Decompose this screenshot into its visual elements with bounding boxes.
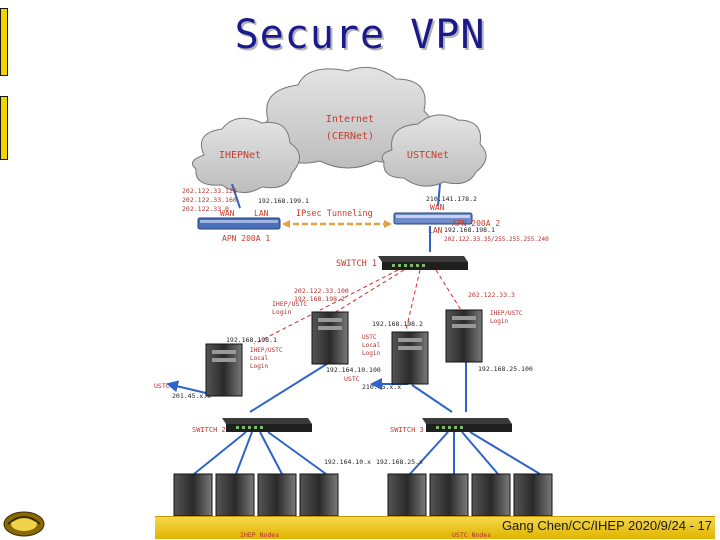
ustc-server: [445, 309, 483, 363]
gw1-wan-addr-1: 202.122.33.128: [182, 187, 237, 195]
login-links: [253, 269, 467, 345]
footer-credit: Gang Chen/CC/IHEP 2020/9/24 - 17: [501, 518, 712, 533]
vpn-gateway-2: 210.141.178.2 WAN APN 200A 2 LAN 192.168…: [393, 195, 549, 243]
ihep-server-annotations: 202.122.33.100 192.168.198.2 IHEP/USTC L…: [272, 287, 349, 316]
ihep-server-ip: 202.122.33.100: [294, 287, 349, 295]
ihep-server: [311, 311, 349, 365]
vpn-gateway-1: 202.122.33.128 202.122.33.160 202.122.33…: [182, 187, 309, 243]
ihep-server-label-1: IHEP/USTC: [272, 300, 307, 308]
internet-label-2: (CERNet): [326, 131, 374, 142]
gw2-lan-label: LAN: [428, 226, 443, 235]
internet-label-1: Internet: [326, 114, 374, 125]
ihep-cloud: IHEPNet: [191, 117, 300, 193]
switch2-label: SWITCH 2: [192, 426, 226, 434]
ihep-server-label-2: Login: [272, 308, 292, 316]
footer-bar: [155, 516, 715, 539]
gw1-wan-addr-2: 202.122.33.160: [182, 196, 237, 204]
left-accent-bar-bottom: [0, 96, 8, 160]
right-net-label: 192.168.25.x: [376, 458, 423, 466]
ihep-login-annotations: 192.168.198.1 IHEP/USTC Local Login USTC…: [154, 336, 283, 400]
ihep-login-ext-ip: 201.45.x.x: [172, 392, 211, 400]
ustc-node-cluster: [387, 473, 553, 517]
switch-2: SWITCH 2: [192, 418, 312, 434]
ihep-login-ip: 192.168.198.1: [226, 336, 277, 344]
gw2-label: APN 200A 2: [452, 219, 500, 228]
gw2-subnets: 202.122.33.35/255.255.255.240: [444, 236, 549, 243]
mid-server-label-2: Local: [362, 342, 380, 349]
ustc-cloud-label: USTCNet: [407, 150, 449, 161]
left-accent-bar-top: [0, 8, 8, 76]
gw1-wan-addr-3: 202.122.33.0: [182, 205, 229, 213]
mid-server-label-1: USTC: [362, 334, 377, 341]
ustc-server-annotations: 202.122.33.3 IHEP/USTC Login 192.168.25.…: [468, 291, 533, 373]
left-net-label: 192.164.10.x: [324, 458, 371, 466]
ustc-server-label-1: IHEP/USTC: [490, 310, 523, 317]
gw2-lan-ip: 192.168.198.1: [444, 226, 495, 234]
mid-server-lan-ip: 192.164.10.100: [326, 366, 381, 374]
ihep-logo-icon: [3, 511, 45, 537]
slide-title: Secure VPN: [234, 12, 486, 58]
gw1-lan-label: LAN: [254, 209, 269, 218]
mid-server: [391, 331, 429, 385]
mid-server-ext: USTC: [344, 375, 360, 383]
ihep-login-label-1: IHEP/USTC: [250, 347, 283, 354]
ihep-node-cluster: [173, 473, 339, 517]
ihep-login-server: [205, 343, 243, 397]
ihep-login-label-2: Local: [250, 355, 268, 362]
tunnel-label: IPsec Tunneling: [296, 209, 373, 219]
gw2-wan-ip: 210.141.178.2: [426, 195, 477, 203]
gw1-wan-label: WAN: [220, 209, 235, 218]
gw1-label: APN 200A 1: [222, 234, 270, 243]
mid-server-label-3: Login: [362, 350, 380, 357]
gw1-lan-ip: 192.168.199.1: [258, 197, 309, 205]
ustc-server-ip: 202.122.33.3: [468, 291, 515, 299]
ihep-login-label-3: Login: [250, 363, 268, 370]
switch-3: SWITCH 3: [390, 418, 512, 434]
ustc-server-lan-ip: 192.168.25.100: [478, 365, 533, 373]
mid-server-ip: 192.168.198.2: [372, 320, 423, 328]
switch-1: SWITCH 1: [336, 256, 468, 270]
ihep-server-ip2: 192.168.198.2: [294, 295, 345, 303]
switch3-label: SWITCH 3: [390, 426, 424, 434]
lan-links: [166, 361, 541, 475]
ustc-server-label-2: Login: [490, 318, 508, 325]
ihep-cloud-label: IHEPNet: [219, 150, 261, 161]
gw2-wan-label: WAN: [430, 203, 445, 212]
ihep-login-ext: USTC: [154, 382, 170, 390]
switch1-label: SWITCH 1: [336, 259, 377, 269]
ustc-cloud: USTCNet: [381, 114, 487, 187]
ipsec-tunnel: IPsec Tunneling: [282, 209, 392, 228]
